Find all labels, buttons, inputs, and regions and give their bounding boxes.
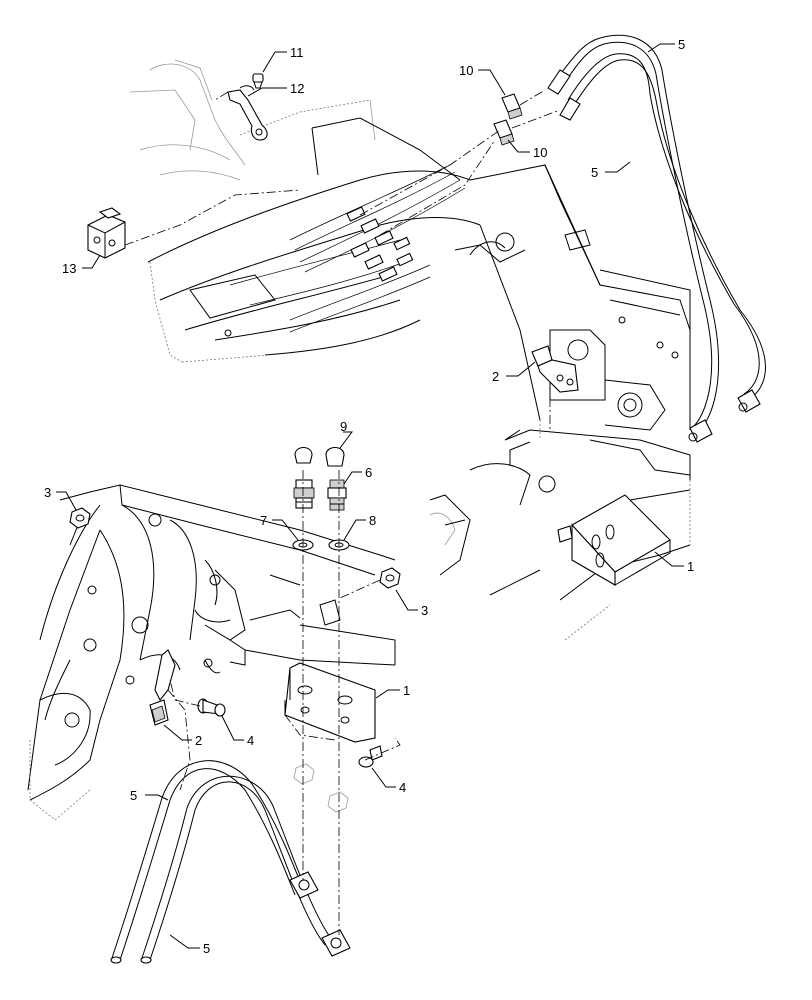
coupler-6-right <box>327 479 347 511</box>
bracket-12 <box>227 85 268 141</box>
dash-leader-4-left <box>169 679 201 707</box>
callout-9: 9 <box>339 419 353 449</box>
dash-leader-13 <box>124 189 301 246</box>
callout-5b-label: 5 <box>591 165 598 180</box>
screw-4-left <box>197 698 226 717</box>
lower-hose-nuts <box>293 763 349 813</box>
upper-loader-arm-outline <box>129 59 481 363</box>
callout-6-label: 6 <box>365 465 372 480</box>
lower-frame-outline <box>27 484 396 821</box>
manifold-fittings <box>346 206 414 282</box>
clip-2-upper <box>531 345 579 393</box>
callout-10b: 10 <box>507 139 547 160</box>
callout-4b-label: 4 <box>399 780 406 795</box>
callout-13: 13 <box>62 254 101 276</box>
cap-9-right <box>325 446 345 467</box>
callout-12: 12 <box>247 81 304 97</box>
bracket-1-upper <box>557 494 671 586</box>
callout-5a: 5 <box>647 37 685 53</box>
callout-3a-label: 3 <box>44 485 51 500</box>
coupler-6-left <box>293 479 315 509</box>
dash-leader-4-right <box>364 737 401 761</box>
dash-leader-bundle-a <box>359 129 501 216</box>
callout-3b: 3 <box>395 589 428 618</box>
callout-8-label: 8 <box>369 513 376 528</box>
coupler-10-upper <box>501 93 523 120</box>
callout-4a-label: 4 <box>247 733 254 748</box>
dash-leader-12 <box>214 91 229 101</box>
dash-leader-3-right <box>339 579 381 599</box>
callout-5c-label: 5 <box>130 788 137 803</box>
callout-12-label: 12 <box>290 81 304 96</box>
hose-assembly-5-upper <box>547 34 766 443</box>
callout-8: 8 <box>343 513 376 541</box>
callout-3a: 3 <box>44 485 77 511</box>
callout-6: 6 <box>343 465 372 485</box>
callout-2b-label: 2 <box>195 733 202 748</box>
callout-2a: 2 <box>492 361 536 384</box>
callout-1b: 1 <box>375 683 410 699</box>
callout-5b: 5 <box>591 161 631 180</box>
callout-5d: 5 <box>169 934 210 956</box>
callout-7: 7 <box>260 513 299 541</box>
callout-10a-label: 10 <box>459 63 473 78</box>
screw-4-right <box>358 745 383 768</box>
callout-5c: 5 <box>130 788 169 803</box>
callout-11: 11 <box>262 45 304 73</box>
upper-right-frame <box>429 164 691 641</box>
nut-3-left <box>69 507 91 529</box>
connector-13 <box>87 207 126 259</box>
dash-leader-1-lower <box>284 714 336 741</box>
callout-4a: 4 <box>221 715 254 748</box>
callout-5d-label: 5 <box>203 941 210 956</box>
callout-7-label: 7 <box>260 513 267 528</box>
callout-1a: 1 <box>654 551 694 574</box>
cap-9-left <box>294 446 313 464</box>
hose-assembly-5-lower <box>110 760 351 964</box>
callout-1b-label: 1 <box>403 683 410 698</box>
dash-leader-bundle-c <box>519 89 546 106</box>
callout-13-label: 13 <box>62 261 76 276</box>
nut-3-right <box>379 567 401 589</box>
callout-2b: 2 <box>163 724 202 748</box>
coupler-10-lower <box>493 119 515 146</box>
callout-3b-label: 3 <box>421 603 428 618</box>
callout-1a-label: 1 <box>687 559 694 574</box>
dash-leader-bundle-d <box>511 109 561 129</box>
callout-10a: 10 <box>459 63 506 96</box>
callout-4b: 4 <box>371 767 406 795</box>
callout-9-label: 9 <box>340 419 347 434</box>
callout-5a-label: 5 <box>678 37 685 52</box>
bracket-1-lower <box>284 662 376 743</box>
dash-leader-bundle-b <box>379 139 496 236</box>
screw-11 <box>252 73 264 89</box>
callout-10b-label: 10 <box>533 145 547 160</box>
clip-2-lower <box>149 649 176 726</box>
callout-11-label: 11 <box>290 45 304 60</box>
callout-2a-label: 2 <box>492 369 499 384</box>
